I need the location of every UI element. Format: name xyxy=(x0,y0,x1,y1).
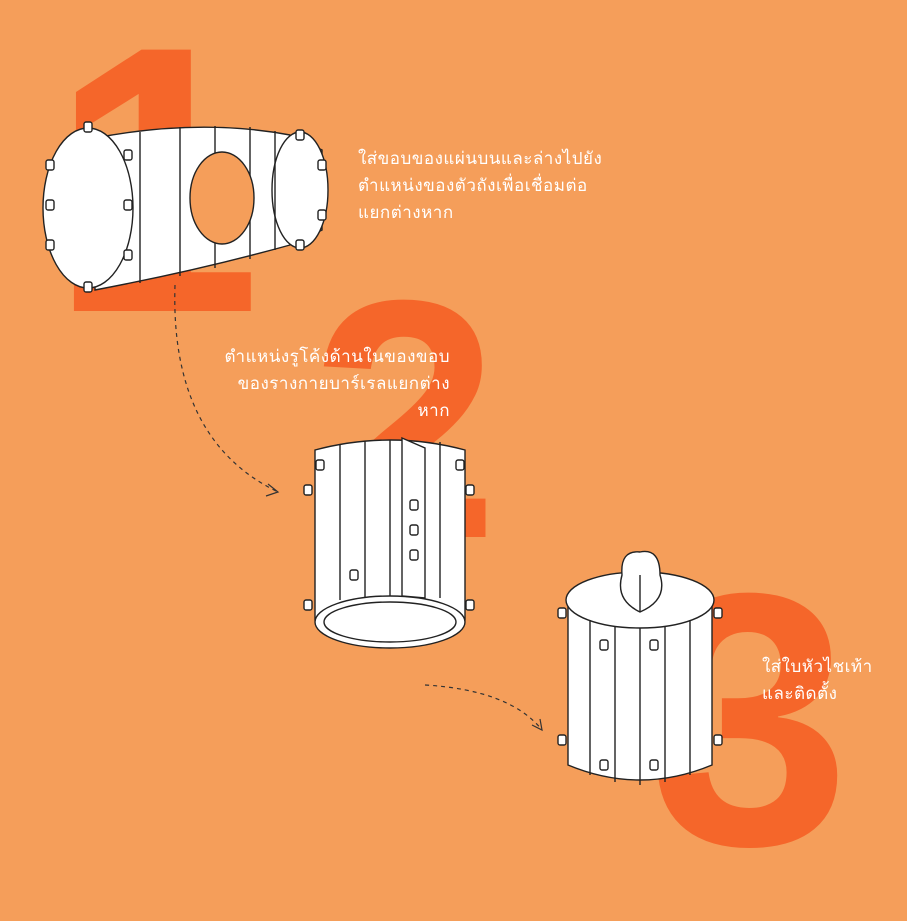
step3-caption: ใส่ใบหัวไชเท้า และติดตั้ง xyxy=(762,657,873,704)
dashed-arrow-2 xyxy=(424,684,543,731)
arrow-head-2 xyxy=(531,718,543,732)
step1-caption: ใส่ขอบของแผ่นบนและล่างไปยัง ตำแหน่งของตั… xyxy=(358,149,603,223)
barrel-step1-illustration xyxy=(42,121,329,293)
dashed-arrow-1 xyxy=(174,284,279,493)
arrow-head-1 xyxy=(265,483,280,497)
barrel-step2-illustration xyxy=(303,436,475,649)
barrel-step3-illustration xyxy=(557,550,723,785)
step2-caption: ตำแหน่งรูโค้งด้านในของขอบ ของรางกายบาร์เ… xyxy=(224,347,450,421)
